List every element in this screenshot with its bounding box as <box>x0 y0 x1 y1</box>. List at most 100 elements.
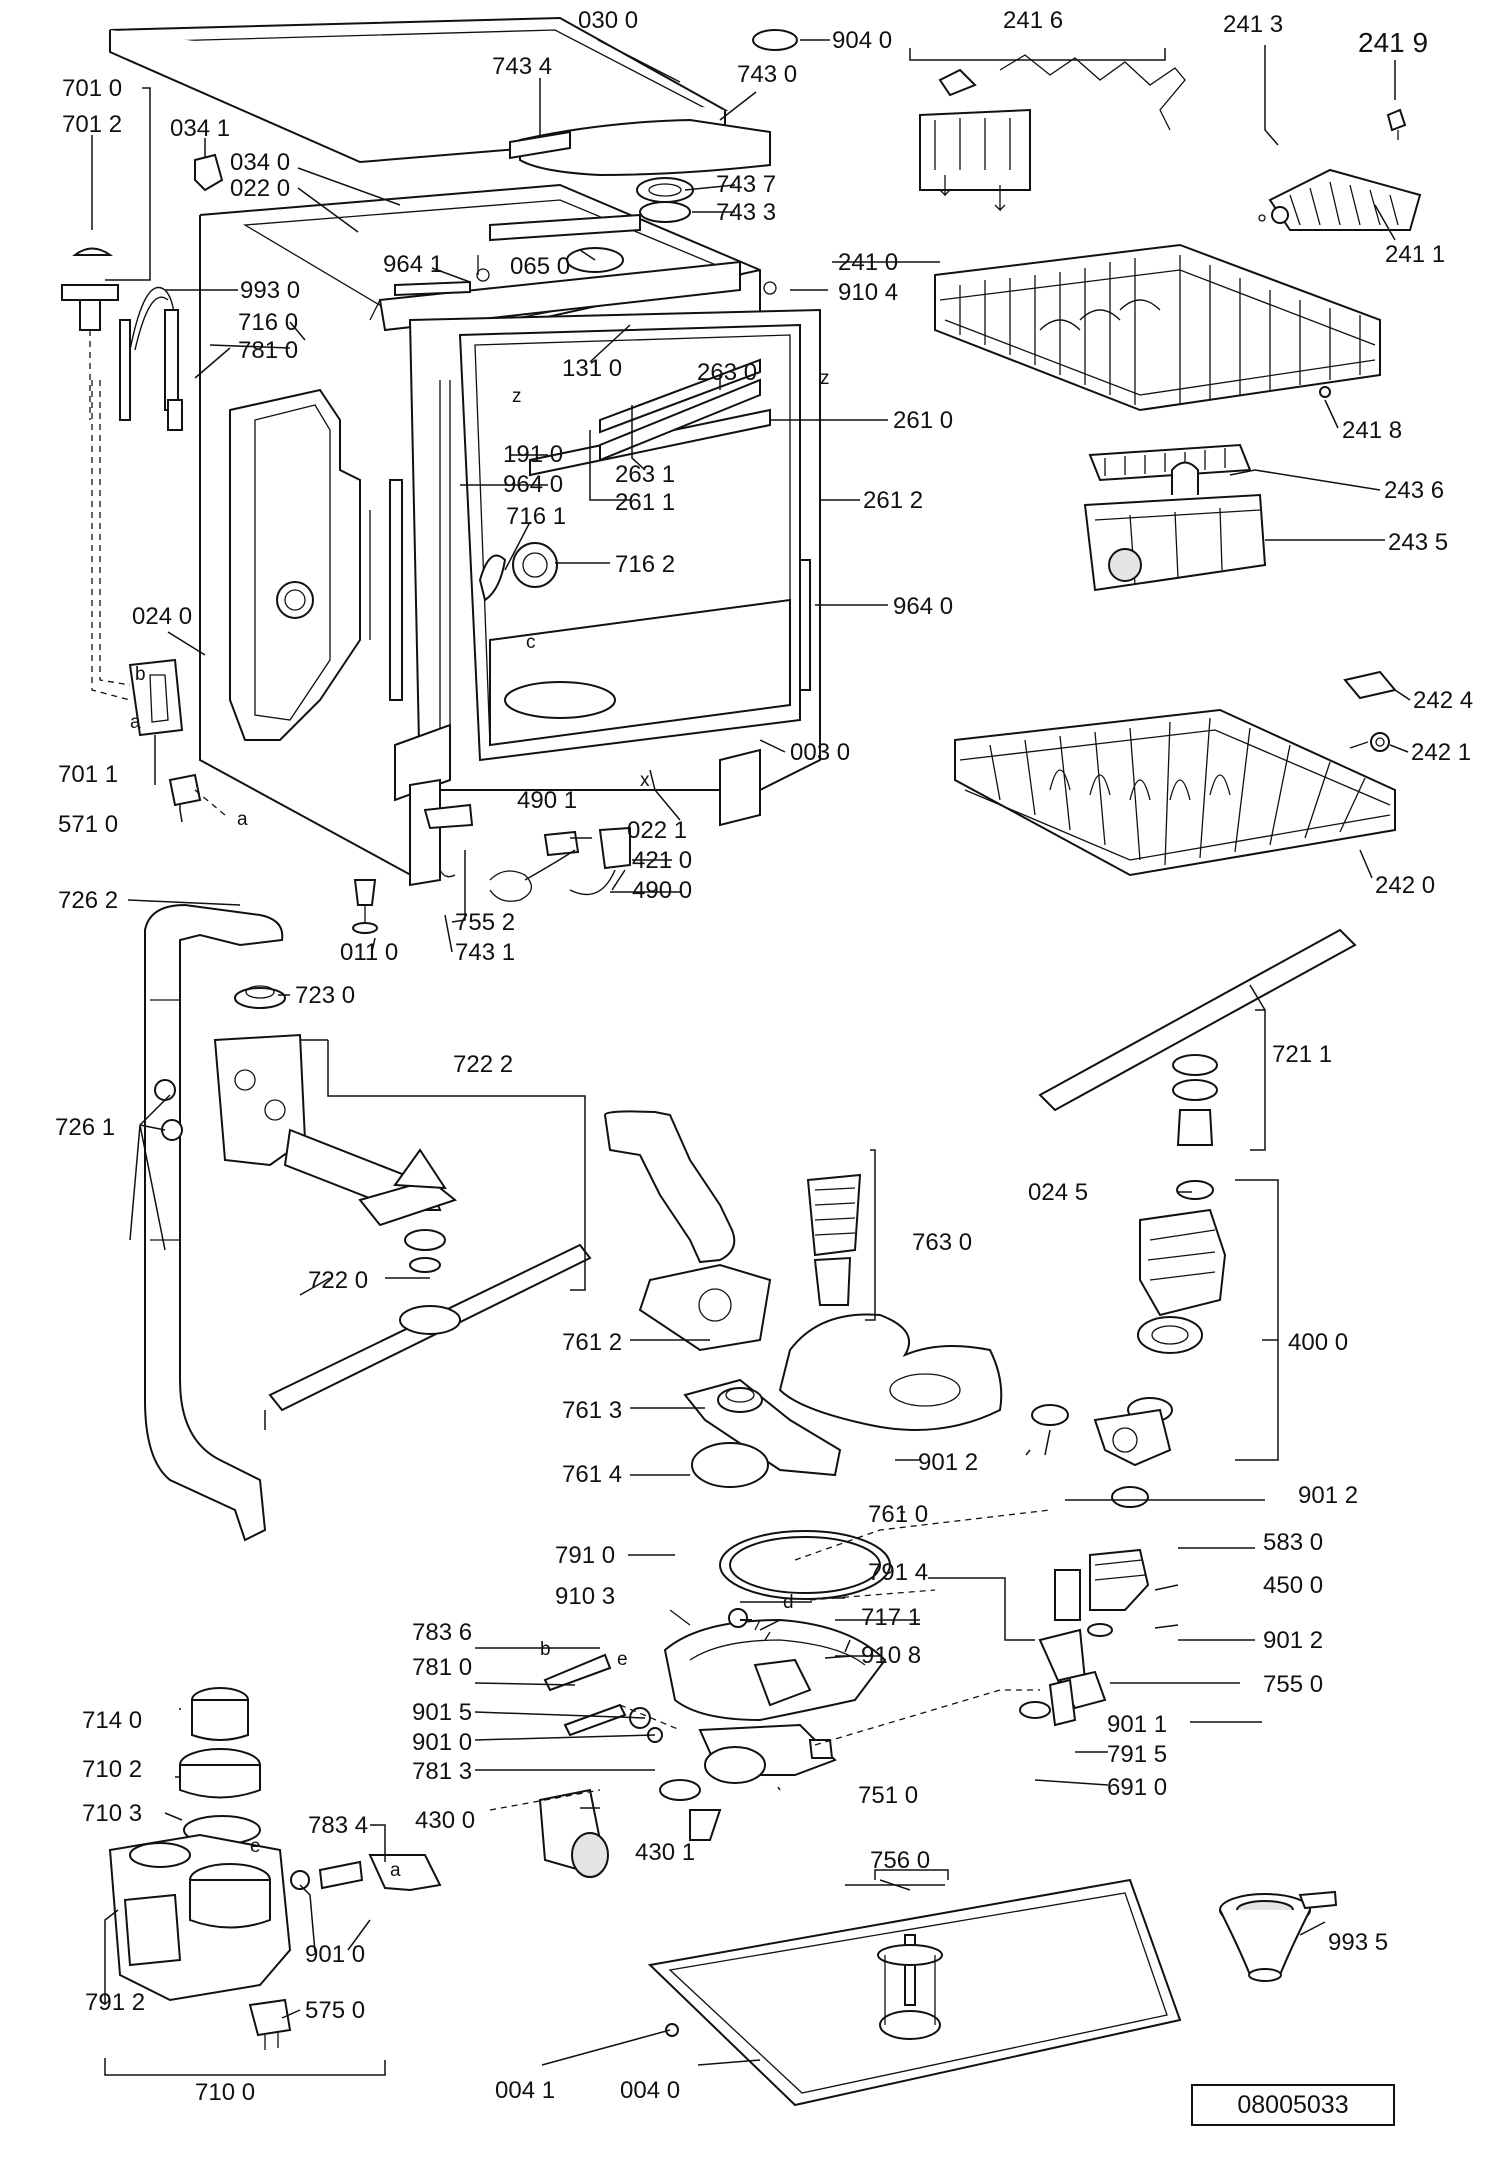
label-7262: 726 2 <box>58 887 118 914</box>
letter-a-3: a <box>390 1860 401 1881</box>
label-7810: 781 0 <box>238 337 298 364</box>
salt-container <box>108 1687 364 2050</box>
label-9040: 904 0 <box>832 27 892 54</box>
label-2611: 261 1 <box>615 489 675 516</box>
label-4000: 400 0 <box>1288 1329 1348 1356</box>
label-7834: 783 4 <box>308 1812 368 1839</box>
letter-c: c <box>526 632 536 653</box>
label-5710: 571 0 <box>58 811 118 838</box>
label-4210: 421 0 <box>632 847 692 874</box>
label-9012c: 901 2 <box>1263 1627 1323 1654</box>
label-2435: 243 5 <box>1388 529 1448 556</box>
misc-small-parts <box>352 803 752 1892</box>
letter-z-1: z <box>512 386 522 407</box>
label-7630: 763 0 <box>912 1229 972 1256</box>
label-2420: 242 0 <box>1375 872 1435 899</box>
label-7915: 791 5 <box>1107 1741 1167 1768</box>
circulation-pipe-left <box>144 903 284 1542</box>
cutlery-basket <box>1083 443 1267 592</box>
lower-spray-arm-assembly <box>1038 928 1357 1146</box>
label-7613: 761 3 <box>562 1397 622 1424</box>
filter-assembly <box>778 1173 1003 1431</box>
label-7910: 791 0 <box>555 1542 615 1569</box>
label-9930: 993 0 <box>240 277 300 304</box>
base-plate <box>647 1878 1182 2107</box>
label-7510: 751 0 <box>858 1782 918 1809</box>
label-0245: 024 5 <box>1028 1179 1088 1206</box>
hose-and-sump <box>603 1110 842 1488</box>
label-0041: 004 1 <box>495 2077 555 2104</box>
label-0220: 022 0 <box>230 175 290 202</box>
label-9010a: 901 0 <box>412 1729 472 1756</box>
label-5830: 583 0 <box>1263 1529 1323 1556</box>
label-7431: 743 1 <box>455 939 515 966</box>
letter-a-1: a <box>237 809 248 830</box>
label-7161: 716 1 <box>506 503 566 530</box>
circulation-pump <box>1031 1180 1227 1508</box>
label-7140: 714 0 <box>82 1707 142 1734</box>
leader-lines <box>91 39 1411 2076</box>
label-7612: 761 2 <box>562 1329 622 1356</box>
label-1910: 191 0 <box>503 441 563 468</box>
label-7437: 743 7 <box>716 171 776 198</box>
label-0341: 034 1 <box>170 115 230 142</box>
connection-letters: a a a b b c d e e x z z <box>130 368 830 1881</box>
label-4901: 490 1 <box>517 787 577 814</box>
label-2416: 241 6 <box>1003 7 1063 34</box>
label-7100: 710 0 <box>195 2079 255 2106</box>
door-lock-parts <box>91 380 226 816</box>
label-7560: 756 0 <box>870 1847 930 1874</box>
letter-x: x <box>640 770 650 791</box>
label-7810b: 781 0 <box>412 1654 472 1681</box>
label-9012b: 901 2 <box>1298 1482 1358 1509</box>
label-7550: 755 0 <box>1263 1671 1323 1698</box>
label-7261: 726 1 <box>55 1114 115 1141</box>
letter-b-2: b <box>540 1639 551 1660</box>
upper-basket-rails <box>919 54 1422 231</box>
label-2630: 263 0 <box>697 359 757 386</box>
label-9641: 964 1 <box>383 251 443 278</box>
label-7614: 761 4 <box>562 1461 622 1488</box>
label-7434: 743 4 <box>492 53 552 80</box>
letter-z-2: z <box>820 368 830 389</box>
label-9010b: 901 0 <box>305 1941 365 1968</box>
label-4900: 490 0 <box>632 877 692 904</box>
label-7914: 791 4 <box>868 1559 928 1586</box>
label-7813: 781 3 <box>412 1758 472 1785</box>
label-2418: 241 8 <box>1342 417 1402 444</box>
label-7836: 783 6 <box>412 1619 472 1646</box>
label-7103: 710 3 <box>82 1800 142 1827</box>
upper-basket <box>934 243 1381 412</box>
label-0110: 011 0 <box>340 939 398 966</box>
letter-d: d <box>783 1592 794 1613</box>
label-2419: 241 9 <box>1358 27 1428 58</box>
label-2424: 242 4 <box>1413 687 1473 714</box>
label-2411: 241 1 <box>1385 241 1445 268</box>
label-7430: 743 0 <box>737 61 797 88</box>
door-seal-and-hose <box>61 247 183 431</box>
letter-e-2: e <box>250 1836 261 1857</box>
label-7011: 701 1 <box>58 761 118 788</box>
letter-b-1: b <box>135 664 146 685</box>
label-9011: 901 1 <box>1107 1711 1167 1738</box>
label-7610: 761 0 <box>868 1501 928 1528</box>
sump-housing <box>538 1530 891 1878</box>
label-4500: 450 0 <box>1263 1572 1323 1599</box>
letter-a-2: a <box>130 712 141 733</box>
label-9104: 910 4 <box>838 279 898 306</box>
label-9640b: 964 0 <box>893 593 953 620</box>
label-7230: 723 0 <box>295 982 355 1009</box>
label-5750: 575 0 <box>305 1997 365 2024</box>
label-7552: 755 2 <box>455 909 515 936</box>
label-9103: 910 3 <box>555 1583 615 1610</box>
drain-pump-parts <box>1019 1548 1150 1727</box>
label-7222: 722 2 <box>453 1051 513 1078</box>
label-0040: 004 0 <box>620 2077 680 2104</box>
label-4301: 430 1 <box>635 1839 695 1866</box>
top-small-parts <box>194 29 798 297</box>
label-7171: 717 1 <box>861 1604 921 1631</box>
part-labels: 030 0 904 0 241 6 241 3 241 9 701 0 701 … <box>55 7 1473 2106</box>
label-7010: 701 0 <box>62 75 122 102</box>
label-1310: 131 0 <box>562 355 622 382</box>
